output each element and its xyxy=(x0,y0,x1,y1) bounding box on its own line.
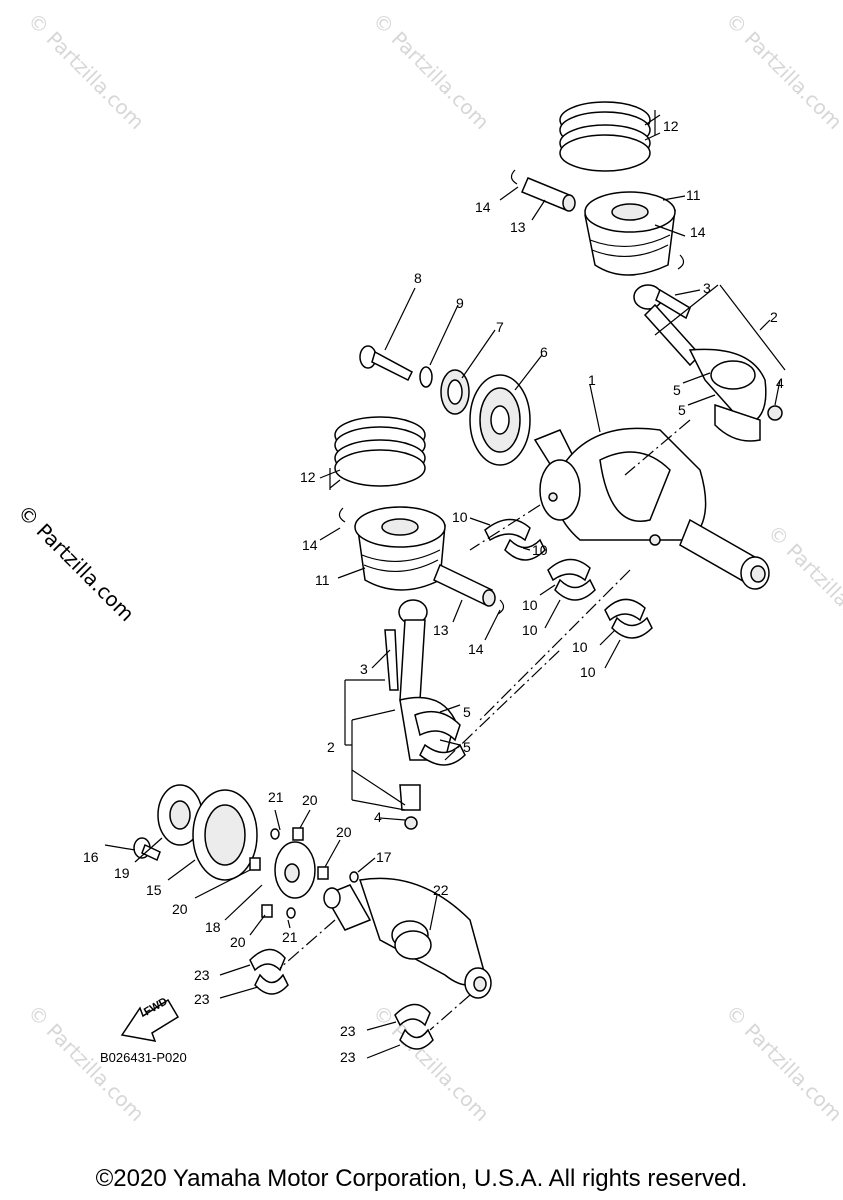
callout-17: 17 xyxy=(376,849,392,865)
callout-20: 20 xyxy=(336,824,352,840)
callout-10: 10 xyxy=(522,597,538,613)
callout-5: 5 xyxy=(463,704,471,720)
callout-20: 20 xyxy=(302,792,318,808)
callout-12: 12 xyxy=(663,118,679,134)
callout-5: 5 xyxy=(678,402,686,418)
callout-20: 20 xyxy=(172,901,188,917)
callout-14: 14 xyxy=(475,199,491,215)
callout-21: 21 xyxy=(282,929,298,945)
callout-9: 9 xyxy=(456,295,464,311)
callout-19: 19 xyxy=(114,865,130,881)
callout-15: 15 xyxy=(146,882,162,898)
callout-5: 5 xyxy=(463,739,471,755)
callout-7: 7 xyxy=(496,319,504,335)
callout-21: 21 xyxy=(268,789,284,805)
callout-2: 2 xyxy=(327,739,335,755)
callout-23: 23 xyxy=(340,1049,356,1065)
callout-14: 14 xyxy=(690,224,706,240)
callout-11: 11 xyxy=(686,187,701,203)
callout-5: 5 xyxy=(673,382,681,398)
connecting-rod-upper xyxy=(633,284,783,442)
callout-13: 13 xyxy=(510,219,526,235)
piston-rings-upper xyxy=(559,101,651,172)
piston-lower xyxy=(338,506,505,615)
callout-10: 10 xyxy=(532,542,548,558)
callout-23: 23 xyxy=(194,967,210,983)
callout-4: 4 xyxy=(374,809,382,825)
callout-10: 10 xyxy=(580,664,596,680)
callout-2: 2 xyxy=(770,309,778,325)
crankshaft xyxy=(533,427,770,590)
balancer-bearings xyxy=(249,948,434,1050)
callout-13: 13 xyxy=(433,622,449,638)
piston-upper xyxy=(510,169,685,276)
callout-22: 22 xyxy=(433,882,449,898)
callout-10: 10 xyxy=(572,639,588,655)
callout-14: 14 xyxy=(302,537,318,553)
callout-12: 12 xyxy=(300,469,316,485)
callout-14: 14 xyxy=(468,641,484,657)
callout-6: 6 xyxy=(540,344,548,360)
callout-8: 8 xyxy=(414,270,422,286)
callout-23: 23 xyxy=(340,1023,356,1039)
balancer-parts xyxy=(133,784,359,919)
callout-4: 4 xyxy=(776,375,784,391)
piston-rings-lower xyxy=(334,416,426,487)
copyright-notice: ©2020 Yamaha Motor Corporation, U.S.A. A… xyxy=(95,1165,748,1192)
connecting-rod-lower xyxy=(384,599,466,830)
callout-20: 20 xyxy=(230,934,246,950)
balancer-shaft xyxy=(323,877,492,999)
callout-3: 3 xyxy=(360,661,368,677)
callout-3: 3 xyxy=(703,280,711,296)
callout-11: 11 xyxy=(315,572,330,588)
callout-1: 1 xyxy=(588,372,596,388)
main-bearings xyxy=(484,518,653,639)
callout-23: 23 xyxy=(194,991,210,1007)
callout-10: 10 xyxy=(452,509,468,525)
diagram-code: B026431-P020 xyxy=(100,1050,187,1065)
fwd-arrow xyxy=(120,998,180,1042)
leader-lines xyxy=(104,110,786,1059)
bolt-washer-gear xyxy=(359,345,531,466)
callout-16: 16 xyxy=(83,849,99,865)
callout-18: 18 xyxy=(205,919,221,935)
callout-10: 10 xyxy=(522,622,538,638)
